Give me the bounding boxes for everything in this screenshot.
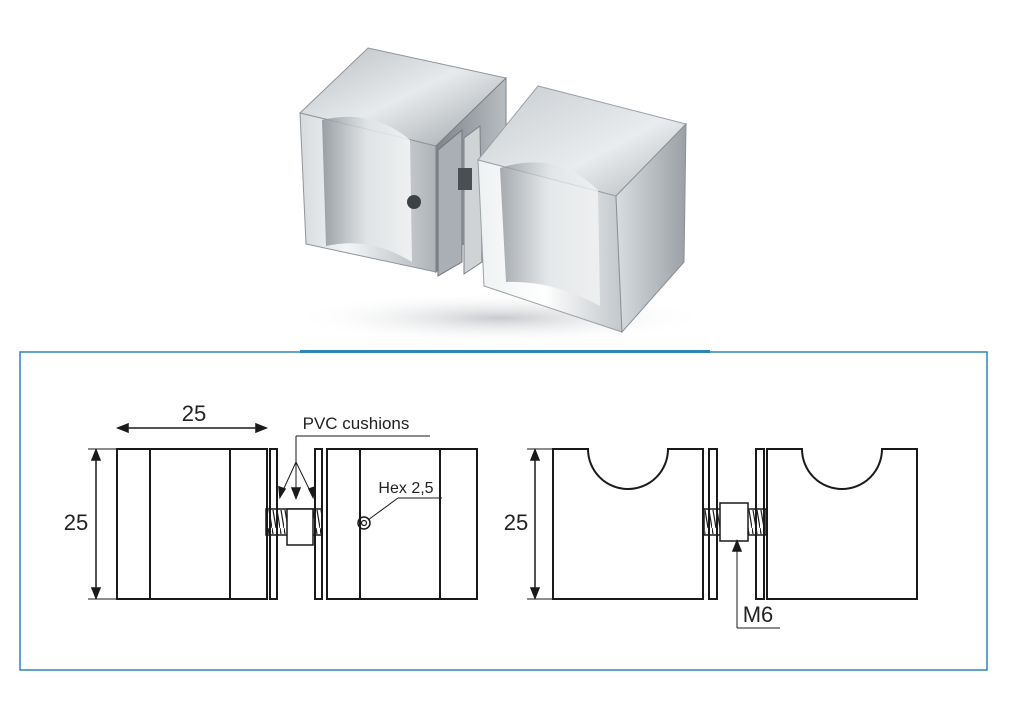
hex-socket-inner-icon [360,519,368,527]
hex-socket-icon [357,516,371,530]
arrow-down-icon [529,587,541,601]
right-knob-side [615,122,687,334]
left-knob-set-screw [407,195,421,209]
hex-leader-line [367,497,399,521]
drawing-frame [19,350,988,671]
right-knob-grip-recess [500,162,600,306]
height-dimension-label-right: 25 [504,510,528,535]
side-view-nut [286,508,314,546]
arrow-down-icon [290,487,302,501]
front-view-nut [719,502,749,542]
front-view-left-knob [552,448,704,600]
frame-top-accent [300,350,710,353]
side-view-right-knob [326,448,478,600]
pvc-cushions-label: PVC cushions [303,414,410,433]
front-view-drawing [552,448,918,600]
product-photo [290,47,710,344]
arrow-left-icon [115,422,129,434]
spacer-stack [437,125,483,277]
arrow-down-icon [90,587,102,601]
arrow-down-icon [278,485,287,500]
arrow-up-icon [731,538,743,552]
right-knob [477,85,687,334]
side-view-left-knob [116,448,268,600]
front-view-right-knob [766,448,918,600]
hex-label: Hex 2,5 [378,480,433,497]
arrow-up-icon [529,447,541,461]
height-dimension-label-left: 25 [64,510,88,535]
front-view-dimensions [527,447,780,629]
left-knob [298,47,508,274]
width-dimension-label: 25 [182,401,206,426]
m6-thread-label: M6 [743,602,774,627]
spacer-plate-left [437,128,463,277]
arrow-down-icon [307,485,316,500]
left-knob-grip-recess [322,116,412,263]
arrow-right-icon [255,422,269,434]
spacer-plate-right [463,125,483,275]
side-view-dimensions [88,422,442,601]
arrow-up-icon [90,447,102,461]
side-view-drawing [116,448,478,600]
threaded-stud [458,168,472,190]
